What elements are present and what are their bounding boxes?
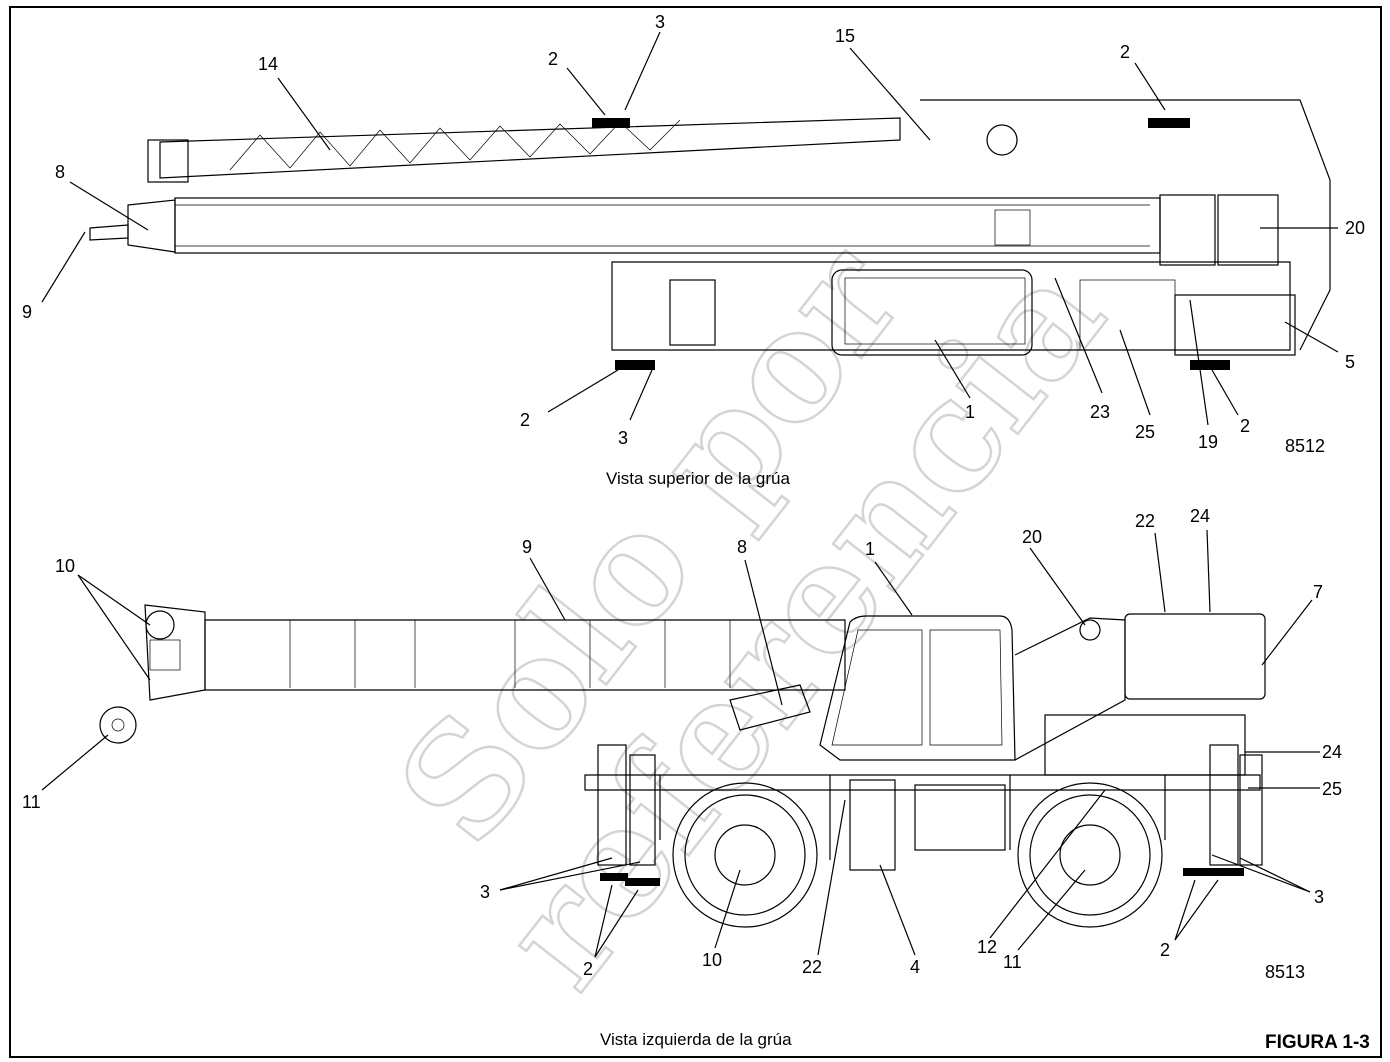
callout-11: 11 [1003,952,1022,972]
callout-5: 7 [1313,582,1323,602]
top-view-leaders [41,31,1339,426]
callout-3: 3 [480,882,490,902]
callout-14: 14 [258,54,278,74]
callout-23: 23 [1090,402,1110,422]
callout-10: 10 [702,950,722,970]
callout-3: 3 [618,428,628,448]
callout-4: 4 [910,957,920,977]
top-view-callouts: 14 2 3 15 2 8 9 20 5 2 3 1 23 25 19 2 85… [22,12,1365,488]
callout-1: 1 [865,539,875,559]
callout-22: 22 [802,957,822,977]
top-view-caption: Vista superior de la grúa [606,469,791,488]
callout-16: 20 [1022,527,1042,547]
callout-24: 24 [1322,742,1342,762]
callout-3: 3 [1314,887,1324,907]
callout-1: 1 [965,402,975,422]
callout-2: 2 [583,959,593,979]
callout-19: 22 [1135,511,1155,531]
side-view-leaders [41,529,1320,958]
side-view-drawing [99,604,1266,928]
callout-19: 19 [1198,432,1218,452]
figure-label: FIGURA 1-3 [1265,1032,1370,1053]
callout-2: 2 [548,49,558,69]
side-view-callouts: 10 11 9 8 1 20 22 24 7 24 25 3 2 10 22 4… [22,506,1342,1049]
side-view-caption: Vista izquierda de la grúa [600,1030,792,1049]
callout-2: 2 [520,410,530,430]
side-view-drawing-number: 8513 [1265,962,1305,982]
callout-9: 9 [22,302,32,322]
callout-9: 11 [22,792,41,812]
callout-3: 3 [655,12,665,32]
top-view-drawing-number: 8512 [1285,436,1325,456]
callout-12: 12 [977,937,997,957]
callout-20: 24 [1190,506,1210,526]
callout-25: 25 [1135,422,1155,442]
callout-2: 2 [1240,416,1250,436]
figure-frame [9,6,1382,1058]
callout-2: 2 [1120,42,1130,62]
top-view-drawing [89,99,1331,370]
callout-7: 9 [522,537,532,557]
callout-20: 20 [1345,218,1365,238]
callout-8: 8 [55,162,65,182]
callout-2: 2 [1160,940,1170,960]
callout-6: 8 [737,537,747,557]
callout-15: 15 [835,26,855,46]
callout-25: 25 [1322,779,1342,799]
callout-8: 10 [55,556,75,576]
callout-5: 5 [1345,352,1355,372]
